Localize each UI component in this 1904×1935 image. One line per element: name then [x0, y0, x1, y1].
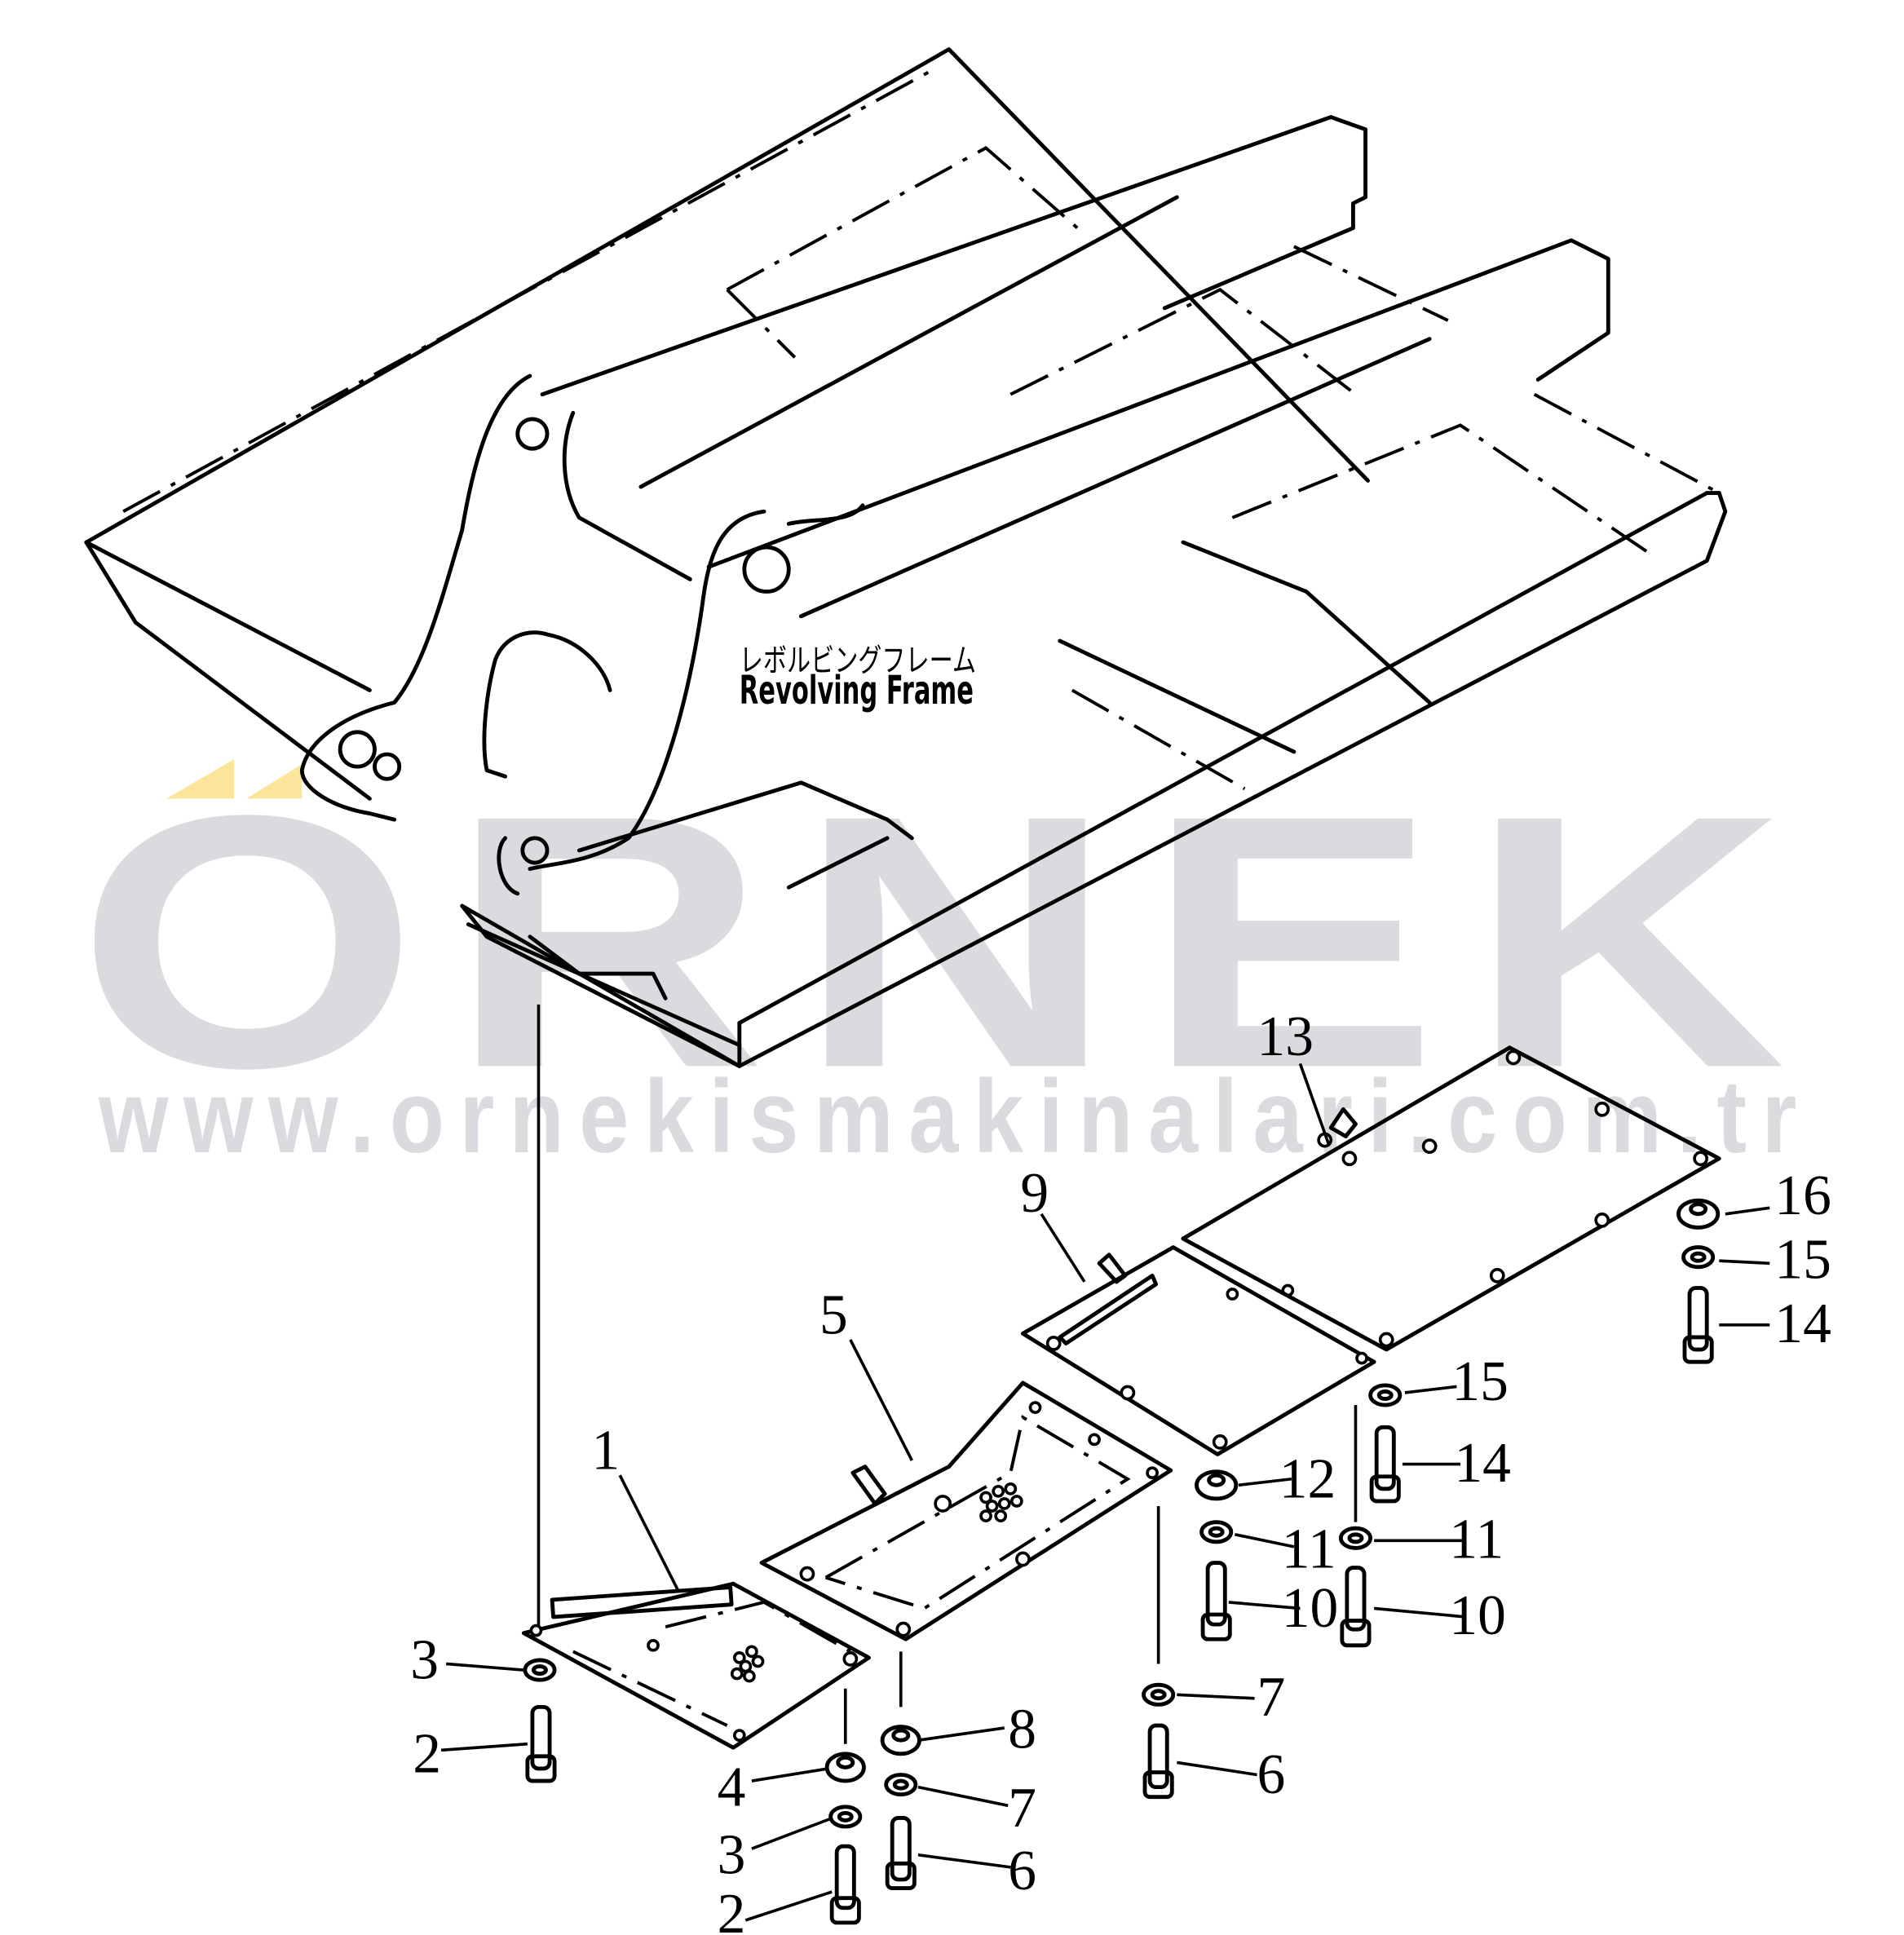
hole-cluster — [730, 1645, 765, 1683]
callout-2[interactable]: 2 — [718, 1883, 746, 1935]
bolt-icon — [1142, 1723, 1174, 1800]
watermark: ORNEK www.ornekismakinalari.com.tr — [77, 740, 1817, 1174]
callout-6[interactable]: 6 — [1008, 1840, 1036, 1902]
callout-labels: 1 2 2 3 3 4 5 6 6 7 7 8 9 10 10 11 11 12… — [410, 1005, 1831, 1935]
frame-label-japanese: レボルビングフレーム — [740, 643, 976, 680]
callout-16[interactable]: 16 — [1774, 1164, 1831, 1227]
washer-icon — [884, 1773, 918, 1797]
callout-9[interactable]: 9 — [1020, 1162, 1049, 1225]
revolving-frame-drawing: レボルビングフレーム Revolving Frame — [84, 47, 1728, 1068]
bolt-icon — [1200, 1561, 1232, 1641]
callout-7[interactable]: 7 — [1257, 1666, 1286, 1729]
callout-6[interactable]: 6 — [1257, 1743, 1286, 1806]
washer-icon — [1681, 1245, 1716, 1270]
nut-icon — [1676, 1198, 1721, 1230]
watermark-brand: ORNEK — [77, 740, 1817, 1142]
leader-lines — [440, 1062, 1770, 1922]
bolt-icon — [885, 1815, 917, 1890]
callout-7[interactable]: 7 — [1008, 1777, 1036, 1840]
watermark-url: www.ornekismakinalari.com.tr — [98, 1058, 1812, 1174]
bolt-icon — [525, 1704, 557, 1783]
callout-12[interactable]: 12 — [1279, 1447, 1336, 1510]
part-9-cover-plate[interactable] — [1020, 1245, 1376, 1456]
callout-1[interactable]: 1 — [591, 1420, 620, 1482]
alignment-lines — [537, 1004, 1358, 1744]
bolt-icon — [1369, 1425, 1401, 1504]
callout-15[interactable]: 15 — [1451, 1350, 1509, 1413]
watermark-accent-left — [166, 759, 235, 799]
callout-11[interactable]: 11 — [1449, 1508, 1504, 1571]
washer-icon — [1142, 1682, 1176, 1707]
washer-icon — [1338, 1526, 1373, 1550]
callout-10[interactable]: 10 — [1449, 1584, 1506, 1647]
watermark-accent-right — [246, 764, 303, 799]
bolt-icon — [829, 1844, 861, 1925]
callout-4[interactable]: 4 — [718, 1756, 746, 1818]
callout-15[interactable]: 15 — [1774, 1228, 1831, 1291]
part-1-cover-plate[interactable] — [521, 1581, 871, 1750]
part-13-cover-plate[interactable] — [1181, 1045, 1721, 1352]
frame-label-english: Revolving Frame — [740, 668, 974, 713]
callout-3[interactable]: 3 — [410, 1629, 439, 1692]
bolt-icon — [1340, 1566, 1372, 1648]
callout-11[interactable]: 11 — [1282, 1518, 1336, 1581]
nut-icon — [1195, 1469, 1239, 1501]
callout-5[interactable]: 5 — [819, 1283, 848, 1346]
washer-icon — [1199, 1520, 1234, 1544]
callout-3[interactable]: 3 — [718, 1823, 746, 1886]
callout-14[interactable]: 14 — [1774, 1292, 1831, 1355]
bolt-icon — [1682, 1286, 1714, 1364]
callout-14[interactable]: 14 — [1454, 1432, 1511, 1495]
callout-10[interactable]: 10 — [1282, 1577, 1339, 1640]
washer-icon — [523, 1658, 557, 1682]
washer-icon — [1368, 1383, 1403, 1407]
callout-2[interactable]: 2 — [413, 1722, 441, 1785]
callout-8[interactable]: 8 — [1008, 1698, 1036, 1760]
hole-cluster — [979, 1482, 1023, 1522]
part-5-cover-plate[interactable] — [759, 1381, 1173, 1641]
hardware — [523, 1198, 1721, 1925]
washer-icon — [828, 1805, 863, 1829]
callout-13[interactable]: 13 — [1257, 1005, 1314, 1068]
